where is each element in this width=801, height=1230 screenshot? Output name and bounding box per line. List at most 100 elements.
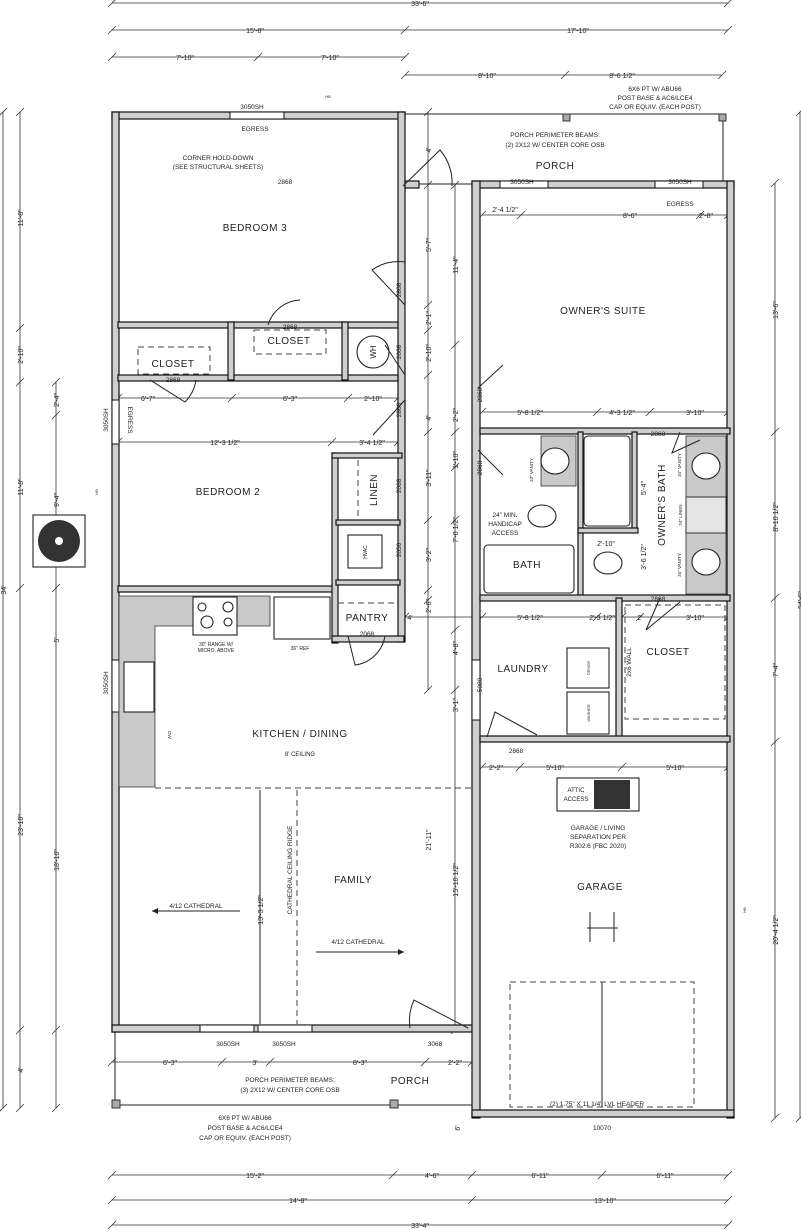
dimension-tick: [423, 427, 433, 437]
dim-label: 17'-10": [567, 28, 589, 35]
dim-label: 2'-2": [489, 765, 503, 772]
dimension-tick: [327, 437, 337, 447]
window: [257, 1024, 313, 1033]
washer-icon: [566, 691, 610, 735]
door-swing: [402, 149, 453, 187]
dim-label: 4': [426, 147, 433, 152]
bathtub-icon: [483, 544, 575, 594]
dim-label: 2'-3 1/2": [589, 615, 615, 622]
room-label-owners-bath: OWNER'S BATH: [657, 464, 668, 546]
note: 2x6 WALL: [626, 647, 633, 677]
closet-shelf: [137, 346, 211, 375]
dim-label: 3'-6 1/2": [641, 544, 648, 570]
opening-tag: 3050SH: [510, 179, 534, 186]
door-swing: [671, 431, 701, 454]
porch-post: [718, 113, 727, 122]
window: [229, 111, 285, 120]
opening-tag: 2068: [360, 631, 375, 638]
note: 6X6 PT W/ ABU66: [218, 1115, 272, 1122]
opening-tag: 2050: [396, 542, 403, 557]
dimension-tick: [597, 1170, 607, 1180]
note: POST BASE & AC6/LCE4: [617, 95, 692, 102]
wall: [471, 180, 481, 1119]
opening-tag: 2868: [477, 460, 484, 475]
note: EGRESS: [126, 406, 133, 434]
dim-label: 13'-3 1/2": [258, 895, 265, 925]
dimension-tick: [795, 1116, 801, 1123]
note: 24" LINEN: [678, 504, 683, 525]
dimension-tick: [450, 340, 460, 350]
room-label-bedroom-2: BEDROOM 2: [196, 487, 261, 498]
dim-label: 2'-2": [448, 1060, 462, 1067]
porch-post: [389, 1099, 399, 1109]
opening-tag: 5080: [477, 677, 484, 692]
shower-tub-icon: [583, 435, 631, 527]
dim-label: 3'-11": [426, 469, 433, 487]
dim-label: 2'-2": [453, 408, 460, 422]
note: CATHEDRAL CEILING RIDGE: [287, 825, 294, 915]
room-label-laundry: LAUNDRY: [497, 664, 548, 675]
note: (2) 1.75" X 11 1/4" LVL HEADER: [550, 1101, 644, 1108]
opening-tag: 10070: [593, 1125, 611, 1132]
toilet-icon: [527, 504, 557, 528]
opening-tag: 2068: [396, 344, 403, 359]
dimension-tick: [467, 1170, 477, 1180]
note: (3) 2X12 W/ CENTER CORE OSB: [240, 1087, 339, 1094]
dim-label: 7'-10": [321, 55, 339, 62]
dim-label: 13'-10": [594, 1198, 616, 1205]
door-swing: [486, 711, 538, 738]
note: 34" VANITY: [677, 553, 682, 577]
dimension-tick: [723, 1220, 733, 1230]
burner: [200, 615, 214, 629]
door-swing: [371, 261, 406, 306]
dim-label: 18'-10": [54, 849, 61, 871]
dim-label: 23'-10": [18, 814, 25, 836]
dimension-tick: [423, 585, 433, 595]
burner: [223, 617, 233, 627]
dimension-tick: [51, 1025, 61, 1035]
dim-label: 8'-6": [623, 213, 637, 220]
dimension-tick: [645, 407, 655, 417]
dimension-tick: [723, 25, 733, 35]
wall: [117, 585, 337, 593]
dim-label: 1'-10": [453, 451, 460, 469]
dimension-tick: [227, 393, 237, 403]
dimension-tick: [450, 515, 460, 525]
dimension-tick: [467, 1195, 477, 1205]
dimension-tick: [423, 685, 433, 695]
dryer-label: DRYER: [586, 661, 591, 675]
note: 4/12 CATHEDRAL: [331, 939, 385, 946]
dim-label: 2'-4 1/2": [492, 207, 518, 214]
wall: [117, 321, 399, 329]
opening-tag: 3050SH: [240, 104, 264, 111]
dimension-tick: [450, 685, 460, 695]
opening-tag: 3050SH: [103, 671, 110, 695]
wall: [331, 452, 403, 459]
dim-label: 4': [426, 415, 433, 420]
dimension-tick: [15, 583, 25, 593]
window: [499, 180, 549, 189]
dim-label: 5'-10": [666, 765, 684, 772]
dimension-tick: [400, 52, 410, 62]
attic-label: ACCESS: [564, 797, 589, 803]
dimension-tick: [343, 393, 353, 403]
dimension-tick: [107, 25, 117, 35]
dim-label: 5'-7": [426, 238, 433, 252]
note: DW: [167, 731, 172, 739]
fixtures: [32, 149, 727, 1108]
wall: [479, 427, 731, 435]
dimension-tick: [253, 52, 263, 62]
room-label-bedroom-3: BEDROOM 3: [223, 223, 288, 234]
room-label-closet: CLOSET: [646, 647, 689, 658]
hvac-label: HVAC: [363, 545, 369, 559]
porch-post: [562, 113, 571, 122]
wall: [227, 321, 235, 381]
wall: [615, 597, 623, 739]
room-label-garage: GARAGE: [577, 882, 623, 893]
wall: [111, 111, 120, 1033]
dimension-tick: [795, 110, 801, 117]
dimension-tick: [635, 612, 645, 622]
dimension-tick: [15, 1025, 25, 1035]
arrowhead: [398, 949, 404, 955]
dimension-tick: [107, 1220, 117, 1230]
